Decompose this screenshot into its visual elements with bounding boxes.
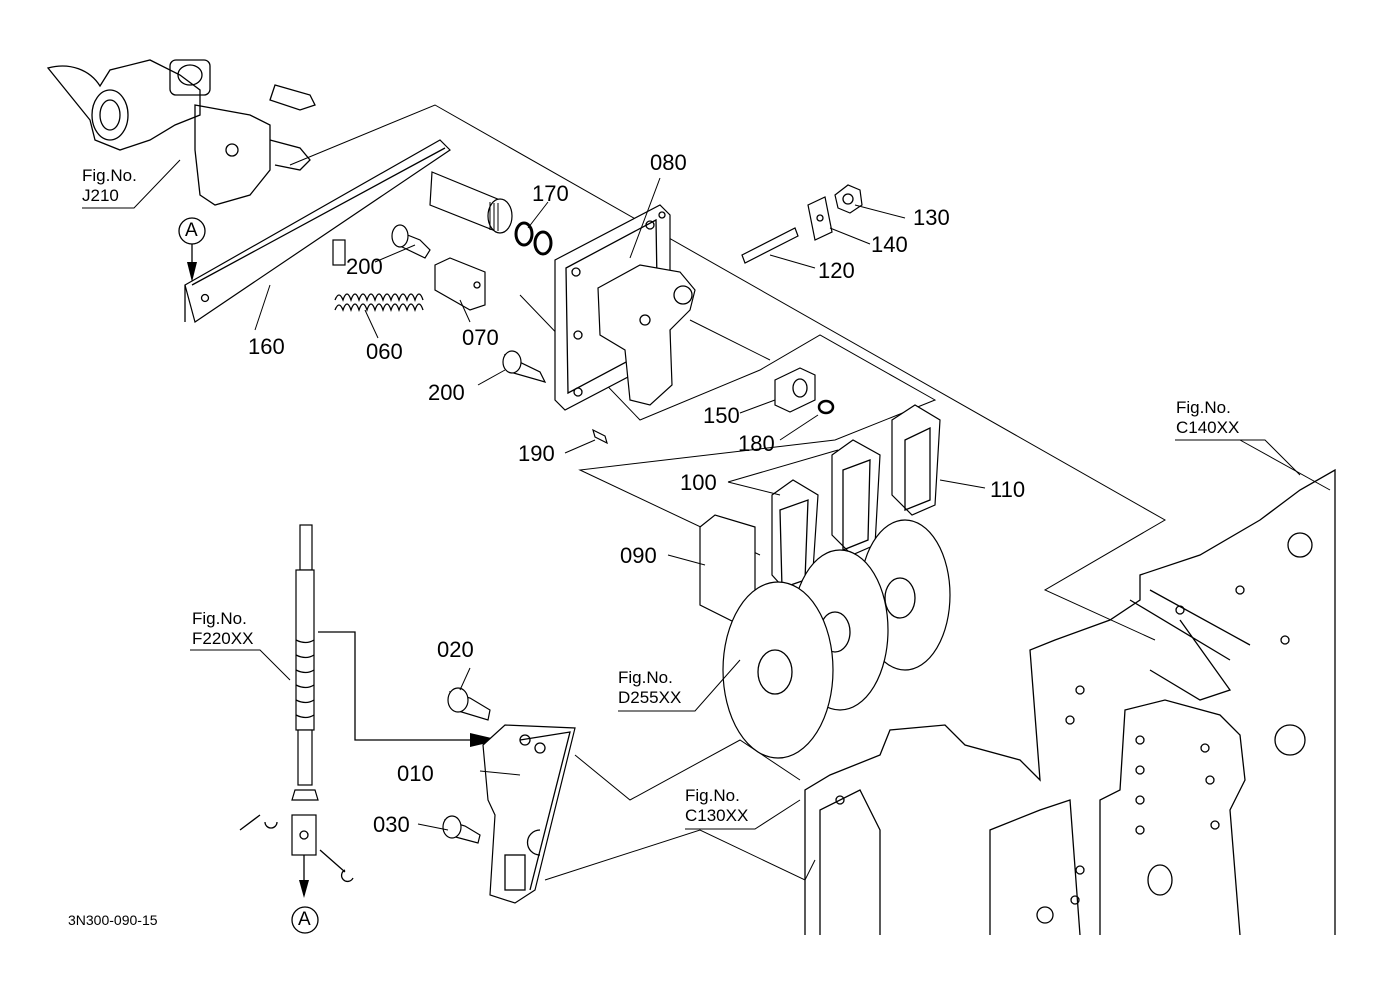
part-070-bracket[interactable] [434, 257, 486, 311]
fig-ref-c130xx-number: C130XX [685, 805, 749, 825]
assembly-outline-lower [544, 829, 816, 881]
marker-a-top [178, 217, 206, 282]
shaft [429, 171, 513, 234]
transmission-case [804, 439, 1336, 936]
assembly-outline-upper [289, 104, 1167, 641]
part-100-pad-upper[interactable] [831, 439, 881, 556]
part-200-bolt-lower[interactable] [502, 350, 547, 383]
label-part-080[interactable]: 080 [650, 150, 687, 175]
label-part-070[interactable]: 070 [462, 325, 499, 350]
part-110-pad[interactable] [891, 404, 941, 516]
part-180-clip[interactable] [817, 399, 835, 415]
label-part-170[interactable]: 170 [532, 181, 569, 206]
fig-ref-d255xx-prefix: Fig.No. [618, 668, 673, 687]
label-part-010[interactable]: 010 [397, 761, 434, 786]
drawing-code: 3N300-090-15 [68, 912, 158, 928]
label-part-200-upper[interactable]: 200 [346, 254, 383, 279]
label-part-150[interactable]: 150 [703, 403, 740, 428]
label-part-160[interactable]: 160 [248, 334, 285, 359]
assembly-outline-mid [574, 739, 801, 801]
part-140-plate-washer[interactable] [807, 196, 833, 241]
part-160-lever-bar[interactable] [184, 139, 451, 323]
label-part-120[interactable]: 120 [818, 258, 855, 283]
part-130-nut[interactable] [834, 184, 863, 214]
label-part-090[interactable]: 090 [620, 543, 657, 568]
label-part-110[interactable]: 110 [990, 477, 1026, 502]
fig-ref-d255xx-number: D255XX [618, 687, 682, 707]
label-part-060[interactable]: 060 [366, 339, 403, 364]
fig-ref-c130xx-prefix: Fig.No. [685, 786, 740, 805]
brake-disc-1 [722, 581, 834, 759]
part-170-o-ring[interactable] [514, 221, 553, 256]
part-020-bolt[interactable] [447, 687, 491, 721]
part-190-pin[interactable] [592, 428, 608, 445]
fig-ref-f220xx-prefix: Fig.No. [192, 609, 247, 628]
part-010-lever-plate[interactable] [482, 724, 576, 904]
valve-cam-housing [597, 264, 771, 406]
part-030-bolt[interactable] [442, 815, 481, 844]
marker-a-bottom [291, 906, 319, 934]
leader-lines [82, 159, 1301, 831]
fig-ref-j210-prefix: Fig.No. [82, 166, 137, 185]
part-060-spring[interactable] [334, 293, 424, 313]
label-part-130[interactable]: 130 [913, 205, 950, 230]
label-part-190[interactable]: 190 [518, 441, 555, 466]
fig-ref-j210[interactable]: Fig.No.J210 [82, 166, 137, 205]
spring-anchor [332, 239, 346, 266]
label-part-020[interactable]: 020 [437, 637, 474, 662]
control-rod [239, 524, 354, 898]
label-part-200-lower[interactable]: 200 [428, 380, 465, 405]
marker-a-top-label: A [185, 220, 198, 241]
valve-body [46, 59, 316, 206]
label-part-140[interactable]: 140 [871, 232, 908, 257]
fig-ref-f220xx-number: F220XX [192, 628, 254, 648]
fig-ref-f220xx[interactable]: Fig.No.F220XX [192, 609, 253, 648]
label-part-030[interactable]: 030 [373, 812, 410, 837]
fig-ref-c130xx[interactable]: Fig.No.C130XX [685, 786, 748, 825]
fig-ref-j210-number: J210 [82, 185, 119, 205]
fig-ref-c140xx[interactable]: Fig.No.C140XX [1176, 398, 1239, 437]
arrow-rod-to-lever [318, 631, 470, 741]
assembly-outline-inner [519, 294, 937, 556]
fig-ref-d255xx[interactable]: Fig.No.D255XX [618, 668, 681, 707]
part-120-stud[interactable] [741, 227, 799, 264]
fig-ref-c140xx-prefix: Fig.No. [1176, 398, 1231, 417]
part-150-cam[interactable] [774, 367, 816, 413]
marker-a-bottom-label: A [298, 909, 311, 930]
label-part-180[interactable]: 180 [738, 431, 775, 456]
fig-ref-c140xx-number: C140XX [1176, 417, 1240, 437]
part-200-bolt-upper[interactable] [391, 224, 431, 259]
label-part-100[interactable]: 100 [680, 470, 717, 495]
